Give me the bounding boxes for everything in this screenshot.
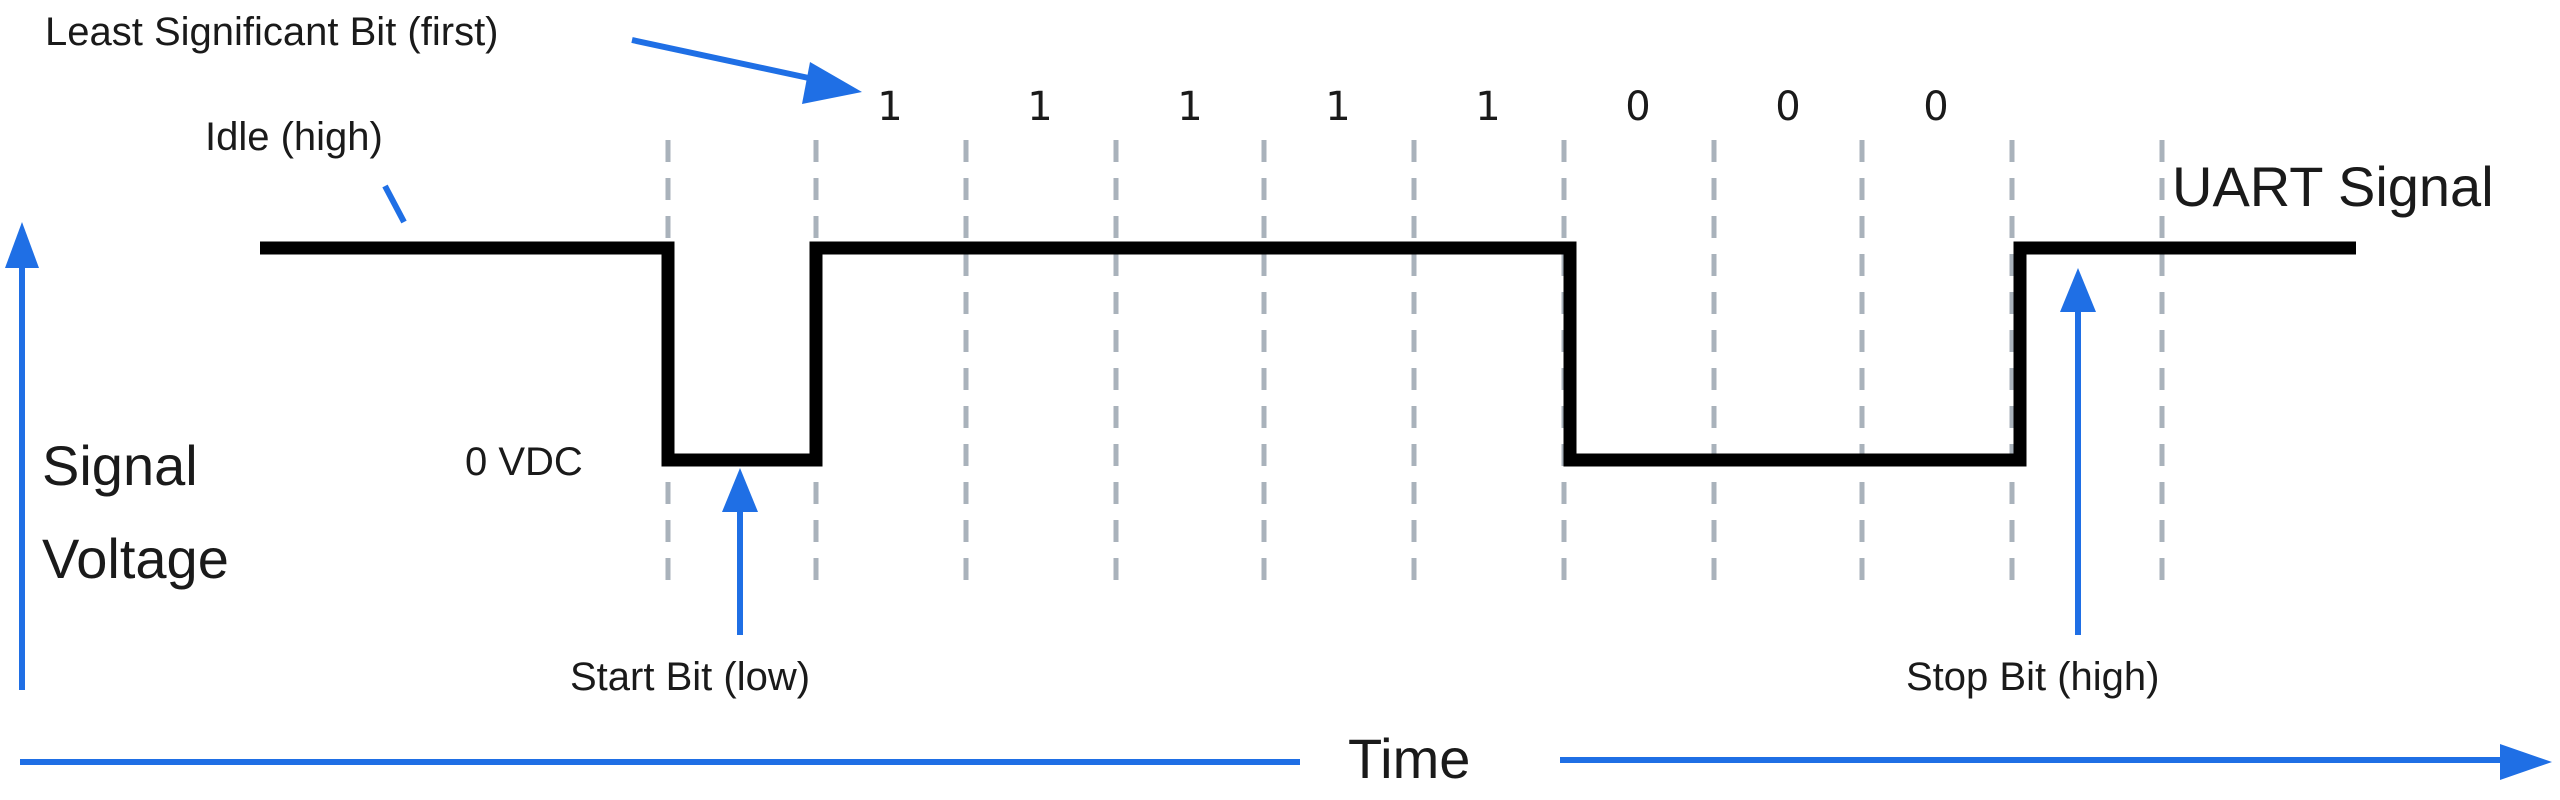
voltage-label: Voltage <box>42 527 229 590</box>
bit-value: 1 <box>1475 84 1500 130</box>
bit-value: 0 <box>1775 84 1800 130</box>
bit-value: 1 <box>877 84 902 130</box>
bit-value: 0 <box>1923 84 1948 130</box>
lsb-first-label: Least Significant Bit (first) <box>45 10 499 54</box>
signal-label: Signal <box>42 434 198 497</box>
bit-gridlines <box>665 140 2165 590</box>
bit-value: 1 <box>1027 84 1052 130</box>
idle-pointer <box>382 184 407 224</box>
zero-vdc-label: 0 VDC <box>465 440 583 484</box>
start-bit-arrow <box>722 468 758 635</box>
time-axis-arrow <box>20 744 2552 780</box>
stop-bit-arrow <box>2060 268 2096 635</box>
voltage-axis-arrow <box>5 222 39 690</box>
bit-value: 1 <box>1325 84 1350 130</box>
time-label: Time <box>1348 727 1470 790</box>
bit-value: 1 <box>1177 84 1202 130</box>
uart-waveform <box>260 241 2356 467</box>
stop-bit-label: Stop Bit (high) <box>1906 655 2159 699</box>
start-bit-label: Start Bit (low) <box>570 655 810 699</box>
uart-signal-label: UART Signal <box>2172 155 2494 218</box>
bit-values: 1 1 1 1 1 0 0 0 <box>877 84 1948 130</box>
bit-value: 0 <box>1625 84 1650 130</box>
lsb-arrow <box>631 37 862 104</box>
idle-high-label: Idle (high) <box>205 115 383 159</box>
